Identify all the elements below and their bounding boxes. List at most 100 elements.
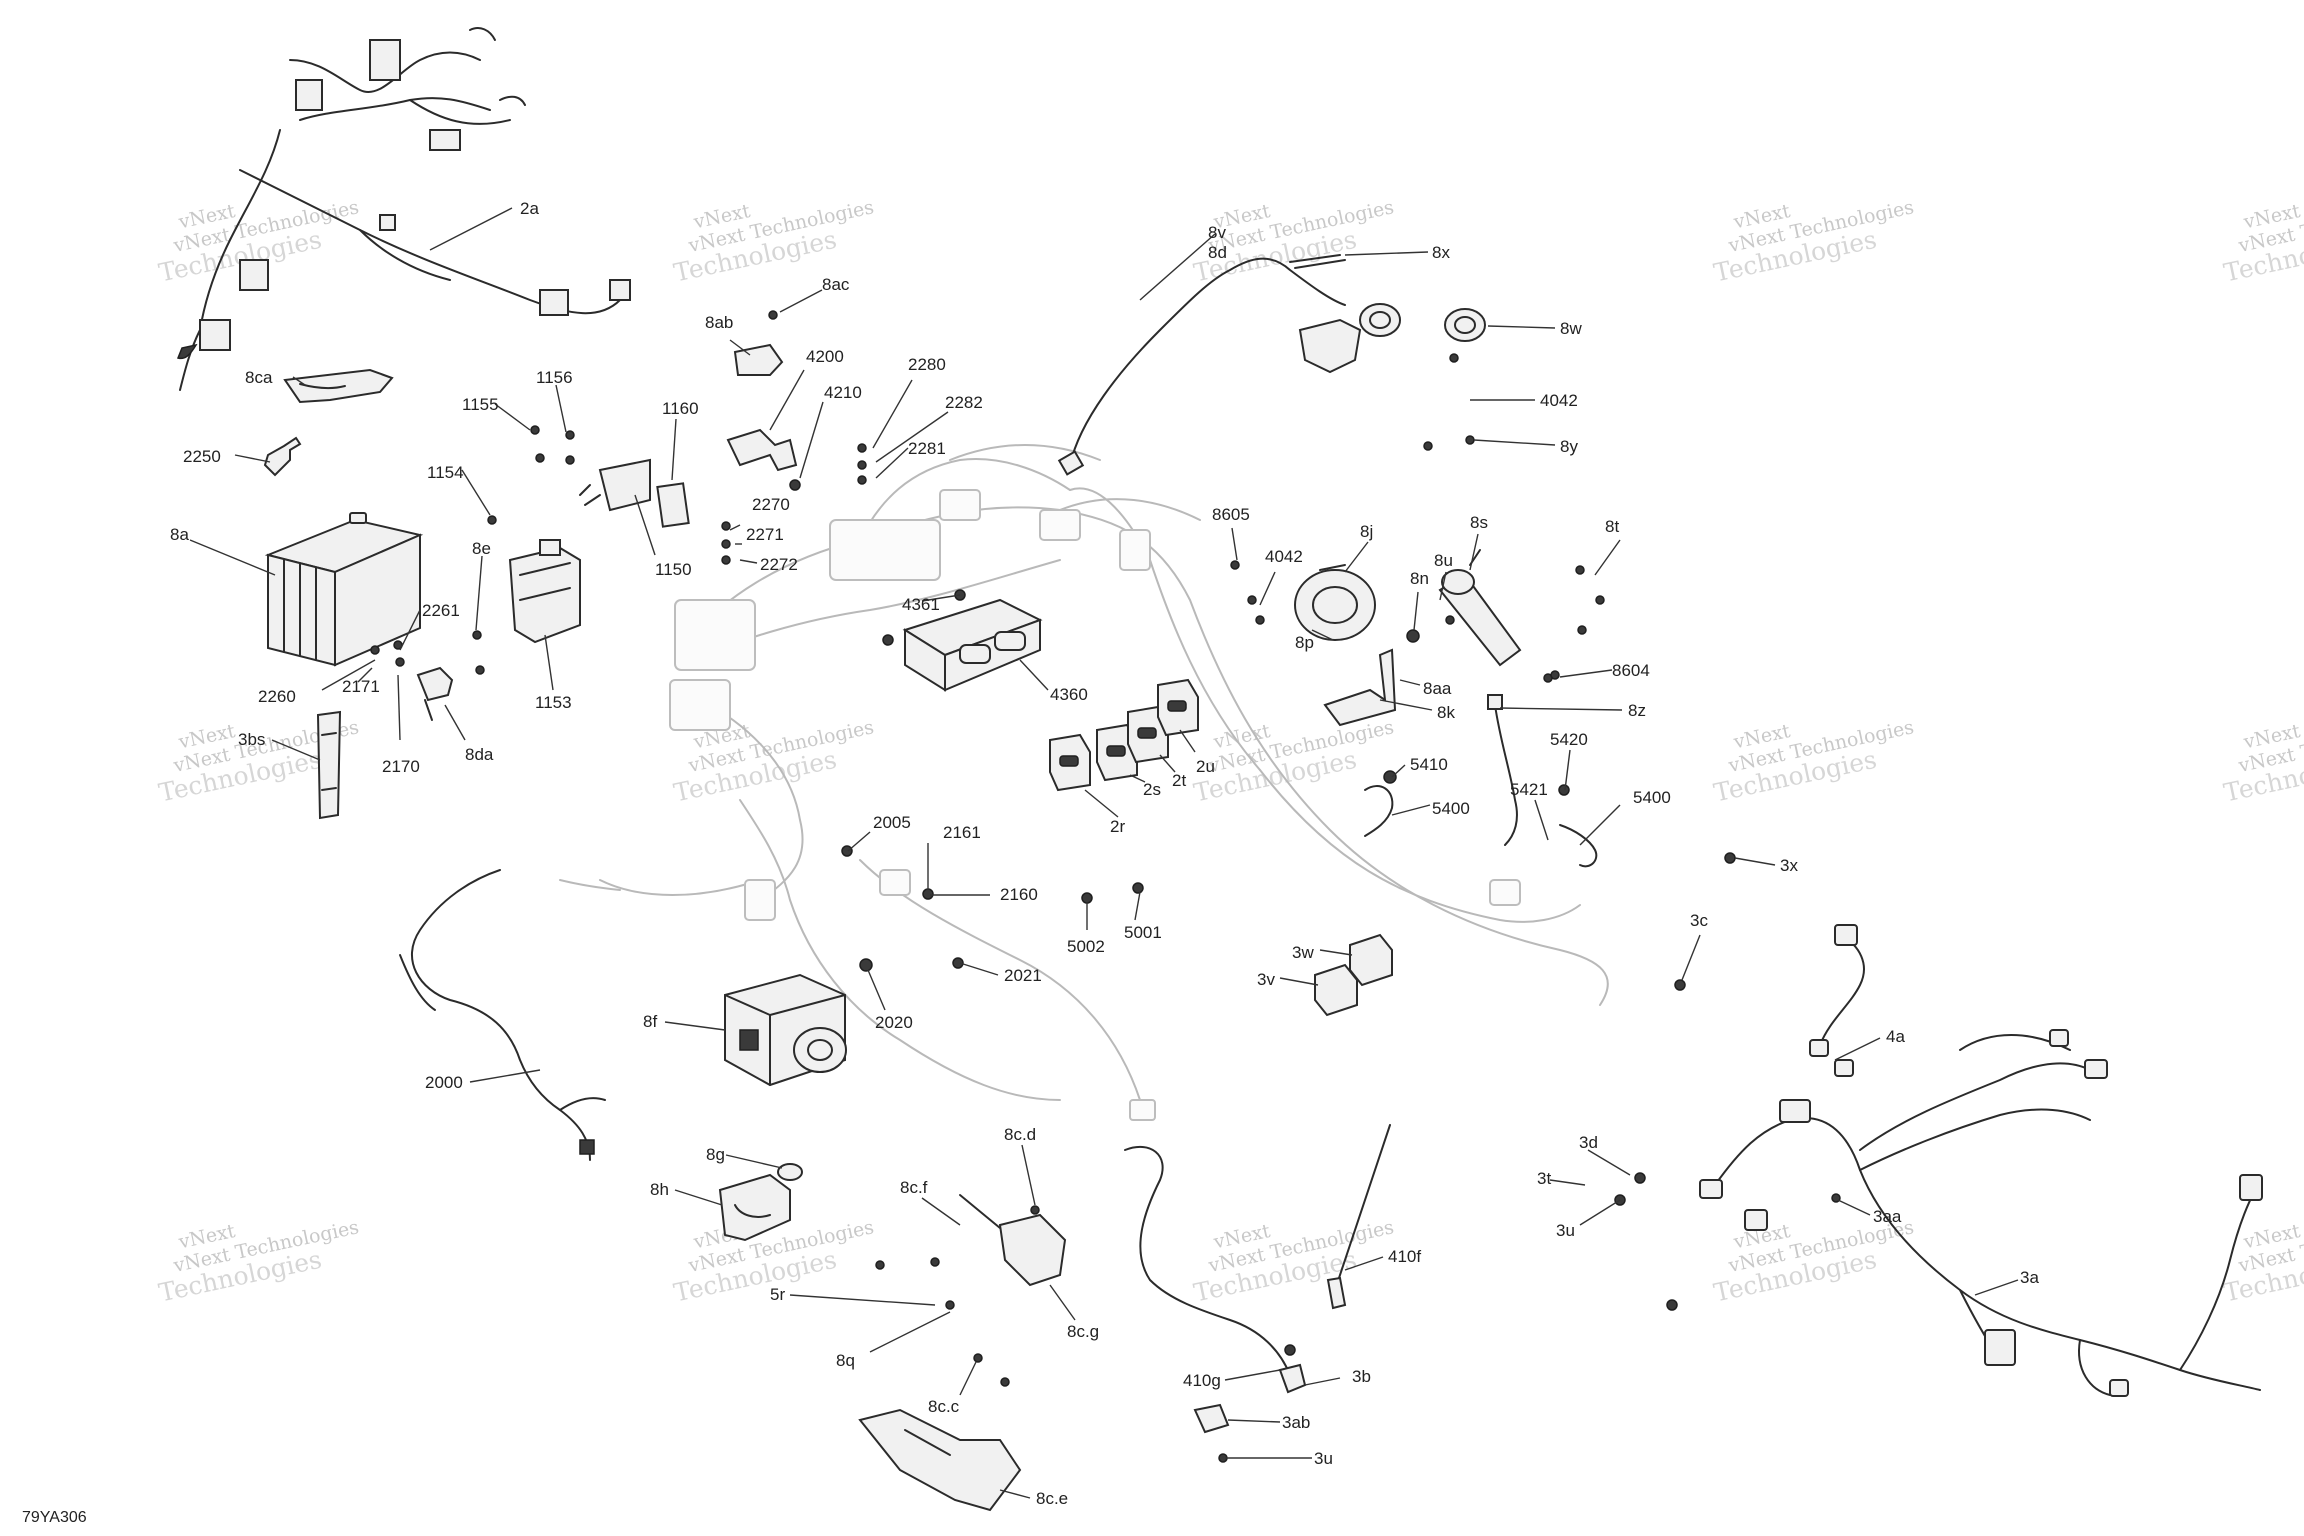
- callout-8s: 8s: [1470, 513, 1488, 532]
- callout-2021: 2021: [1004, 966, 1042, 985]
- callout-8604: 8604: [1612, 661, 1650, 680]
- callout-5421: 5421: [1510, 780, 1548, 799]
- callout-1155: 1155: [462, 395, 499, 414]
- callout-5001: 5001: [1124, 923, 1162, 942]
- callout-5400: 5400: [1432, 799, 1470, 818]
- callout-8k: 8k: [1437, 703, 1455, 722]
- callout-8cg: 8q: [836, 1351, 855, 1370]
- antenna-8x: [1289, 254, 1346, 269]
- watermarks: vNext vNext Technologies Technologies vN…: [156, 196, 2304, 1307]
- callout-5420: 5420: [1550, 730, 1588, 749]
- harness-3a: [1699, 924, 2263, 1397]
- callout-8605: 8605: [1212, 505, 1250, 524]
- sensor-8da: [416, 666, 454, 721]
- callout-8da: 8da: [465, 745, 494, 764]
- callout-1154: 1154: [427, 463, 464, 482]
- callout-8h: 8h: [650, 1180, 669, 1199]
- callout-8cc: 8c.c: [928, 1397, 960, 1416]
- main-harness-ghost: [559, 444, 1609, 1121]
- callout-8d: 8d: [1208, 243, 1227, 262]
- callout-8z: 8z: [1628, 701, 1646, 720]
- callout-8t: 8t: [1605, 517, 1619, 536]
- cable-8d: [1057, 257, 1346, 476]
- callout-2270: 2270: [752, 495, 790, 514]
- bracket-8h: [718, 1173, 791, 1242]
- callout-410f: 410f: [1388, 1247, 1421, 1266]
- callout-4360: 4360: [1050, 685, 1088, 704]
- bracket-8ca: [283, 368, 394, 404]
- fuse-box-1153: [508, 539, 581, 644]
- antenna-410f: [1124, 1124, 1391, 1376]
- callout-2271: 2271: [746, 525, 784, 544]
- callout-2a: 2a: [520, 199, 539, 218]
- harness-2a: [176, 27, 631, 391]
- bracket-8ce: [858, 1408, 1022, 1512]
- callout-4361: 4361: [902, 595, 940, 614]
- callout-4a: 4a: [1886, 1027, 1905, 1046]
- callout-8n: 8n: [1410, 569, 1429, 588]
- relay-1150: [579, 458, 651, 512]
- callout-2250: 2250: [183, 447, 221, 466]
- callout-2161: 2161: [943, 823, 981, 842]
- callout-4042: 4042: [1540, 391, 1578, 410]
- callout-3d: 3d: [1579, 1133, 1598, 1152]
- callout-4200: 4200: [806, 347, 844, 366]
- callout-2t: 2t: [1172, 771, 1186, 790]
- abs-module-8f: [724, 973, 847, 1087]
- callout-3a: 3a: [2020, 1268, 2039, 1287]
- callout-3t: 3t: [1537, 1169, 1551, 1188]
- callout-8ac: 8ac: [822, 275, 850, 294]
- callout-2281: 2281: [908, 439, 946, 458]
- callout-8a: 8a: [170, 525, 189, 544]
- switch-2u: [1157, 678, 1199, 737]
- callout-8q: 8c.g: [1067, 1322, 1099, 1341]
- callout-5400b: 5400: [1633, 788, 1671, 807]
- callout-2000: 2000: [425, 1073, 463, 1092]
- diagram-code: 79YA306: [22, 1509, 87, 1526]
- callout-3ab: 3ab: [1282, 1413, 1310, 1432]
- pad-1160: [656, 482, 690, 528]
- callout-3u-b: 3u: [1556, 1221, 1575, 1240]
- callout-8g: 8g: [706, 1145, 725, 1164]
- callout-2280: 2280: [908, 355, 946, 374]
- callout-3w: 3w: [1292, 943, 1314, 962]
- callout-8w: 8w: [1560, 319, 1582, 338]
- callout-3u: 3u: [1314, 1449, 1333, 1468]
- leader-lines: [189, 207, 2019, 1499]
- callout-2160: 2160: [1000, 885, 1038, 904]
- bracket-8k: [1323, 648, 1397, 727]
- callout-8ca: 8ca: [245, 368, 273, 387]
- sensor-8z: [1487, 694, 1518, 846]
- callout-8p: 8p: [1295, 633, 1314, 652]
- switch-bracket-4360: [902, 598, 1043, 692]
- callout-3bs: 3bs: [238, 730, 265, 749]
- callout-3aa: 3aa: [1873, 1207, 1902, 1226]
- callout-8j: 8j: [1360, 522, 1373, 541]
- battery-8a: [264, 512, 424, 667]
- callout-2u: 2u: [1196, 757, 1215, 776]
- callout-2005: 2005: [873, 813, 911, 832]
- grommet-8g: [777, 1163, 803, 1181]
- callout-5r: 5r: [770, 1285, 785, 1304]
- callout-2170: 2170: [382, 757, 420, 776]
- callout-410g: 410g: [1183, 1371, 1221, 1390]
- callout-3b: 3b: [1352, 1367, 1371, 1386]
- callout-3x: 3x: [1780, 856, 1798, 875]
- callout-2020: 2020: [875, 1013, 913, 1032]
- strap-3bs: [316, 710, 342, 820]
- switch-2r: [1049, 733, 1091, 792]
- bezel-8w: [1444, 308, 1486, 342]
- callout-4042b: 4042: [1265, 547, 1303, 566]
- callout-8e: 8e: [472, 539, 491, 558]
- actuator-8s: [1438, 549, 1522, 667]
- cover-3w: [1349, 933, 1393, 987]
- callout-1153: 1153: [535, 693, 572, 712]
- connector-2250: [263, 436, 302, 477]
- callout-8ce: 8c.e: [1036, 1489, 1068, 1508]
- cover-3v: [1314, 963, 1358, 1017]
- callout-8u: 8u: [1434, 551, 1453, 570]
- callout-8aa: 8aa: [1423, 679, 1452, 698]
- callout-1156: 1156: [536, 368, 573, 387]
- callout-2r: 2r: [1110, 817, 1125, 836]
